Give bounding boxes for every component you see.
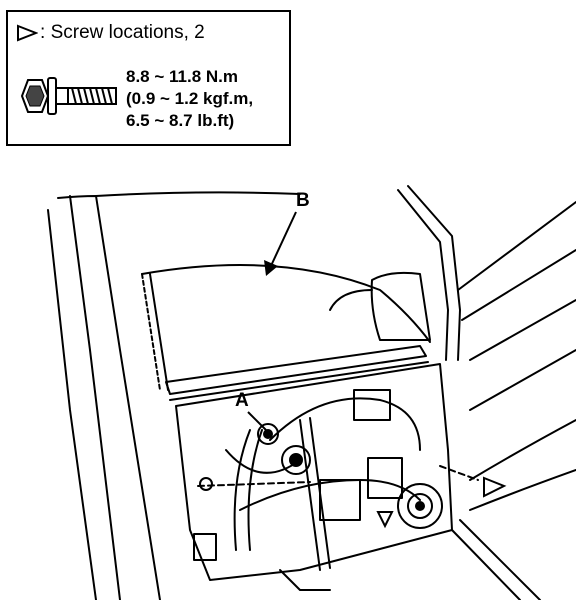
torque-line-2: (0.9 ~ 1.2 kgf.m,: [126, 89, 254, 108]
flange-bolt-icon: [20, 77, 117, 115]
torque-line-3: 6.5 ~ 8.7 lb.ft): [126, 111, 235, 130]
callout-a: A: [235, 390, 249, 411]
legend-text: Screw locations, 2: [50, 22, 205, 43]
legend-colon: :: [40, 22, 46, 43]
open-triangle-icon: [17, 24, 38, 42]
door-diagram: [47, 185, 576, 600]
screw-marker-lower: [376, 511, 394, 529]
torque-line-1: 8.8 ~ 11.8 N.m: [126, 67, 238, 86]
screw-marker-right: [483, 476, 507, 498]
legend-line: : Screw locations, 2: [16, 22, 205, 44]
torque-spec: 8.8 ~ 11.8 N.m (0.9 ~ 1.2 kgf.m, 6.5 ~ 8…: [126, 66, 253, 132]
callout-b: B: [296, 190, 310, 211]
spec-box: : Screw locations, 2 8.8 ~ 11.8 N.m (0.9…: [6, 10, 291, 146]
